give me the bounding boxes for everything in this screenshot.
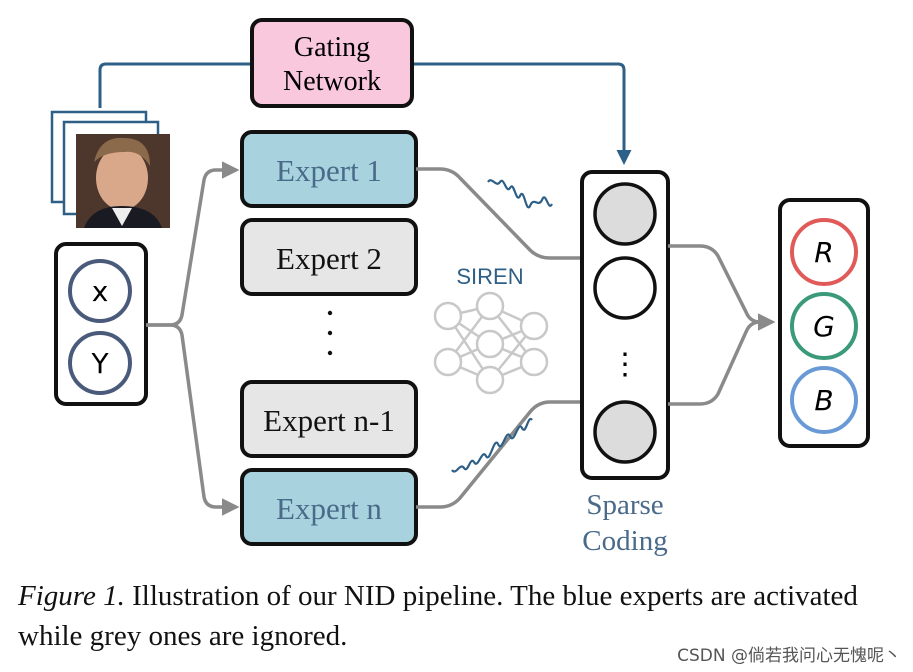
sparse-label-line1: Sparse [586, 489, 663, 521]
caption-text: Illustration of our NID pipeline. The bl… [18, 580, 858, 652]
expert-ellipsis [327, 310, 333, 356]
gating-input-line [98, 62, 252, 108]
arrow-to-expert-n [146, 323, 240, 516]
gating-label-line1: Gating [294, 32, 370, 63]
line-upper-merge [668, 244, 761, 324]
gating-output-arrow [412, 62, 632, 165]
watermark: CSDN @倘若我问心无愧呢丶 [677, 646, 901, 666]
coordinate-input-box: x Y [54, 242, 148, 406]
siren-label: SIREN [456, 264, 523, 289]
r-output-node [790, 218, 858, 286]
x-input-node [68, 259, 132, 323]
figure-label: Figure 1. [18, 580, 125, 612]
y-input-node [68, 331, 132, 395]
expert-n-1-label: Expert n-1 [263, 403, 395, 438]
expert-to-sparse-lines [416, 167, 584, 509]
coding-ellipsis: ⋮ [610, 348, 640, 381]
sparse-coding-box: ⋮ [580, 170, 670, 480]
expert-2-label: Expert 2 [276, 241, 382, 276]
gating-connections [98, 62, 632, 165]
rgb-output-box: R G B [778, 198, 870, 448]
sparse-label-line2: Coding [582, 525, 667, 557]
coding-node-2 [593, 256, 657, 320]
portrait-photo [76, 134, 170, 228]
g-output-node [790, 292, 858, 360]
line-expert-n-to-coding [416, 400, 584, 509]
expert-1-box: Expert 1 [240, 130, 418, 208]
input-to-expert-arrows [146, 161, 240, 516]
expert-n-box: Expert n [240, 468, 418, 546]
line-lower-merge [668, 320, 761, 406]
line-expert-1-to-coding [416, 167, 584, 260]
coding-node-n [593, 400, 657, 464]
expert-2-box: Expert 2 [240, 218, 418, 296]
coding-to-output-arrows [668, 244, 776, 406]
y-input-label: Y [90, 347, 109, 380]
figure-caption: Figure 1. Illustration of our NID pipeli… [18, 576, 898, 656]
r-output-label: R [814, 236, 833, 269]
expert-n-1-box: Expert n-1 [240, 380, 418, 458]
x-input-label: x [92, 275, 109, 308]
coding-node-1 [593, 182, 657, 246]
expert-1-label: Expert 1 [276, 153, 382, 188]
b-output-label: B [814, 384, 833, 417]
signal-wave-top-icon [487, 179, 553, 209]
b-output-node [790, 366, 858, 434]
input-image-stack [50, 110, 170, 228]
expert-n-label: Expert n [276, 491, 382, 526]
signal-wave-bottom-icon [451, 417, 533, 473]
g-output-label: G [813, 310, 835, 343]
neural-network-icon [433, 291, 549, 395]
gating-network-box: Gating Network [250, 18, 414, 108]
gating-label-line2: Network [283, 66, 381, 97]
